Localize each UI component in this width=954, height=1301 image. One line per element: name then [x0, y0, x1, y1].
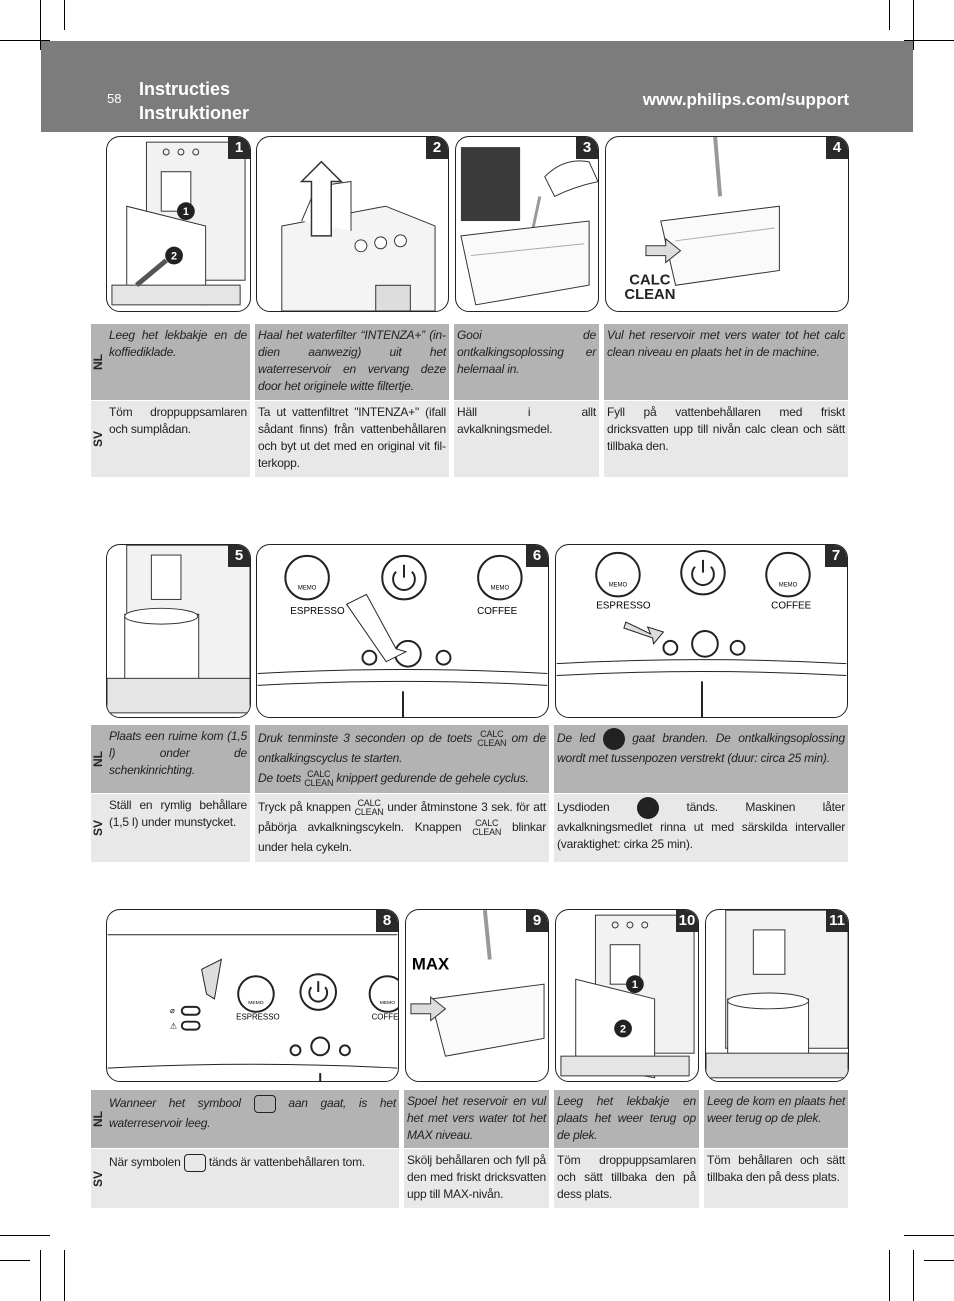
svg-text:2: 2 — [620, 1023, 626, 1035]
memo-label: MEMO — [491, 585, 510, 591]
step-number: 3 — [576, 137, 598, 159]
step-7-text-nl: De led gaat branden. De ontkalkingsoplos… — [554, 725, 848, 793]
svg-text:2: 2 — [171, 251, 177, 263]
illustration-step-1: 1 2 1 — [106, 136, 251, 312]
step-6-text-nl: Druk tenminste 3 seconden op de toets CA… — [255, 725, 549, 793]
memo-label: MEMO — [248, 1000, 264, 1006]
coffee-label: COFFEE — [771, 600, 811, 611]
step-11-text-sv: Töm behållaren och sätt till­baka den på… — [704, 1149, 848, 1208]
illustration-step-5: 5 — [106, 544, 251, 718]
illustration-step-2: 2 — [256, 136, 449, 312]
step-2-text-sv: Ta ut vattenfiltret "INTENZA+" (ifall så… — [255, 401, 449, 477]
step-number: 9 — [526, 910, 548, 932]
step-number: 8 — [376, 910, 398, 932]
step-number: 4 — [826, 137, 848, 159]
step-10-text-sv: Töm droppuppsamlaren och sätt tillbaka d… — [554, 1149, 699, 1208]
calc-label-line1: CALC — [629, 272, 670, 288]
memo-label: MEMO — [609, 583, 628, 589]
step-1-text-sv: Töm droppuppsamlaren och sumplådan. — [106, 401, 250, 477]
svg-text:⌀: ⌀ — [170, 1006, 175, 1015]
illustration-step-4: CALC CLEAN 4 — [605, 136, 849, 312]
lang-label-nl: NL — [91, 725, 107, 793]
step-5-text-nl: Plaats een ruime kom (1,5 l) onder de sc… — [106, 725, 250, 793]
illustration-step-6: MEMO MEMO ESPRESSO COFFEE 6 — [256, 544, 549, 718]
svg-text:⚠: ⚠ — [170, 1022, 177, 1031]
calc-label-line2: CLEAN — [624, 287, 675, 303]
step-2-text-nl: Haal het waterfilter “INTENZA+” (in­dien… — [255, 324, 449, 400]
illustration-step-10: 1 2 10 — [555, 909, 699, 1082]
coffee-label: COFFEE — [372, 1013, 398, 1022]
illustration-step-9: MAX 9 — [405, 909, 549, 1082]
svg-text:1: 1 — [632, 979, 638, 991]
page-header: 58 Instructies Instruktioner www.philips… — [41, 41, 913, 132]
step-4-text-nl: Vul het reservoir met vers water tot het… — [604, 324, 848, 400]
support-link[interactable]: www.philips.com/support — [642, 90, 849, 109]
title-sv: Instruktioner — [139, 103, 250, 123]
step-10-text-nl: Leeg het lekbakje en plaats het weer ter… — [554, 1090, 699, 1148]
step-5-text-sv: Ställ en rymlig behållare (1,5 l) under … — [106, 794, 250, 862]
step-4-text-sv: Fyll på vattenbehållaren med friskt dric… — [604, 401, 848, 477]
step-11-text-nl: Leeg de kom en plaats het weer terug op … — [704, 1090, 848, 1148]
memo-label: MEMO — [298, 585, 317, 591]
max-label: MAX — [412, 954, 450, 973]
illustration-step-11: 11 — [705, 909, 849, 1082]
step-number: 6 — [526, 545, 548, 567]
page-number: 58 — [107, 91, 122, 106]
step-1-text-nl: Leeg het lekbakje en de kof­fiediklade. — [106, 324, 250, 400]
step-number: 5 — [228, 545, 250, 567]
lang-label-sv: SV — [91, 1149, 107, 1208]
step-number: 1 — [228, 137, 250, 159]
empty-water-tank-icon — [183, 1153, 206, 1172]
svg-text:1: 1 — [183, 206, 189, 218]
step-3-text-sv: Häll i allt avkalkningsmedel. — [454, 401, 599, 477]
step-8-text-sv: När symbolen tänds är vattenbehållaren t… — [106, 1149, 399, 1208]
step-8-text-nl: Wanneer het symbool aan gaat, is het wat… — [106, 1090, 399, 1148]
espresso-label: ESPRESSO — [236, 1013, 279, 1022]
step-number: 2 — [426, 137, 448, 159]
illustration-step-7: MEMO MEMO ESPRESSO COFFEE 7 — [555, 544, 848, 718]
step-7-text-sv: Lysdioden tänds. Maskinen låter avkalkni… — [554, 794, 848, 862]
coffee-label: COFFEE — [477, 606, 517, 617]
illustration-step-3: 3 — [455, 136, 599, 312]
memo-label: MEMO — [380, 1000, 396, 1006]
descaling-led-icon — [602, 728, 625, 750]
empty-water-tank-icon — [253, 1094, 276, 1113]
descaling-led-icon — [636, 797, 659, 819]
illustration-step-8: ⌀ ⚠ MEMO MEMO ESPRESSO COFFEE 8 — [106, 909, 399, 1082]
step-number: 11 — [826, 910, 848, 932]
step-3-text-nl: Gooi de ontkalkingsoplossing er helemaal… — [454, 324, 599, 400]
lang-label-sv: SV — [91, 794, 107, 862]
lang-label-nl: NL — [91, 1090, 107, 1148]
memo-label: MEMO — [779, 583, 798, 589]
lang-label-nl: NL — [91, 324, 107, 400]
lang-label-sv: SV — [91, 401, 107, 477]
title-nl: Instructies — [139, 79, 231, 99]
espresso-label: ESPRESSO — [290, 606, 345, 617]
step-number: 10 — [676, 910, 698, 932]
espresso-label: ESPRESSO — [596, 600, 651, 611]
step-9-text-sv: Skölj behållaren och fyll på den med fri… — [404, 1149, 549, 1208]
step-number: 7 — [825, 545, 847, 567]
step-9-text-nl: Spoel het reservoir en vul het met vers … — [404, 1090, 549, 1148]
